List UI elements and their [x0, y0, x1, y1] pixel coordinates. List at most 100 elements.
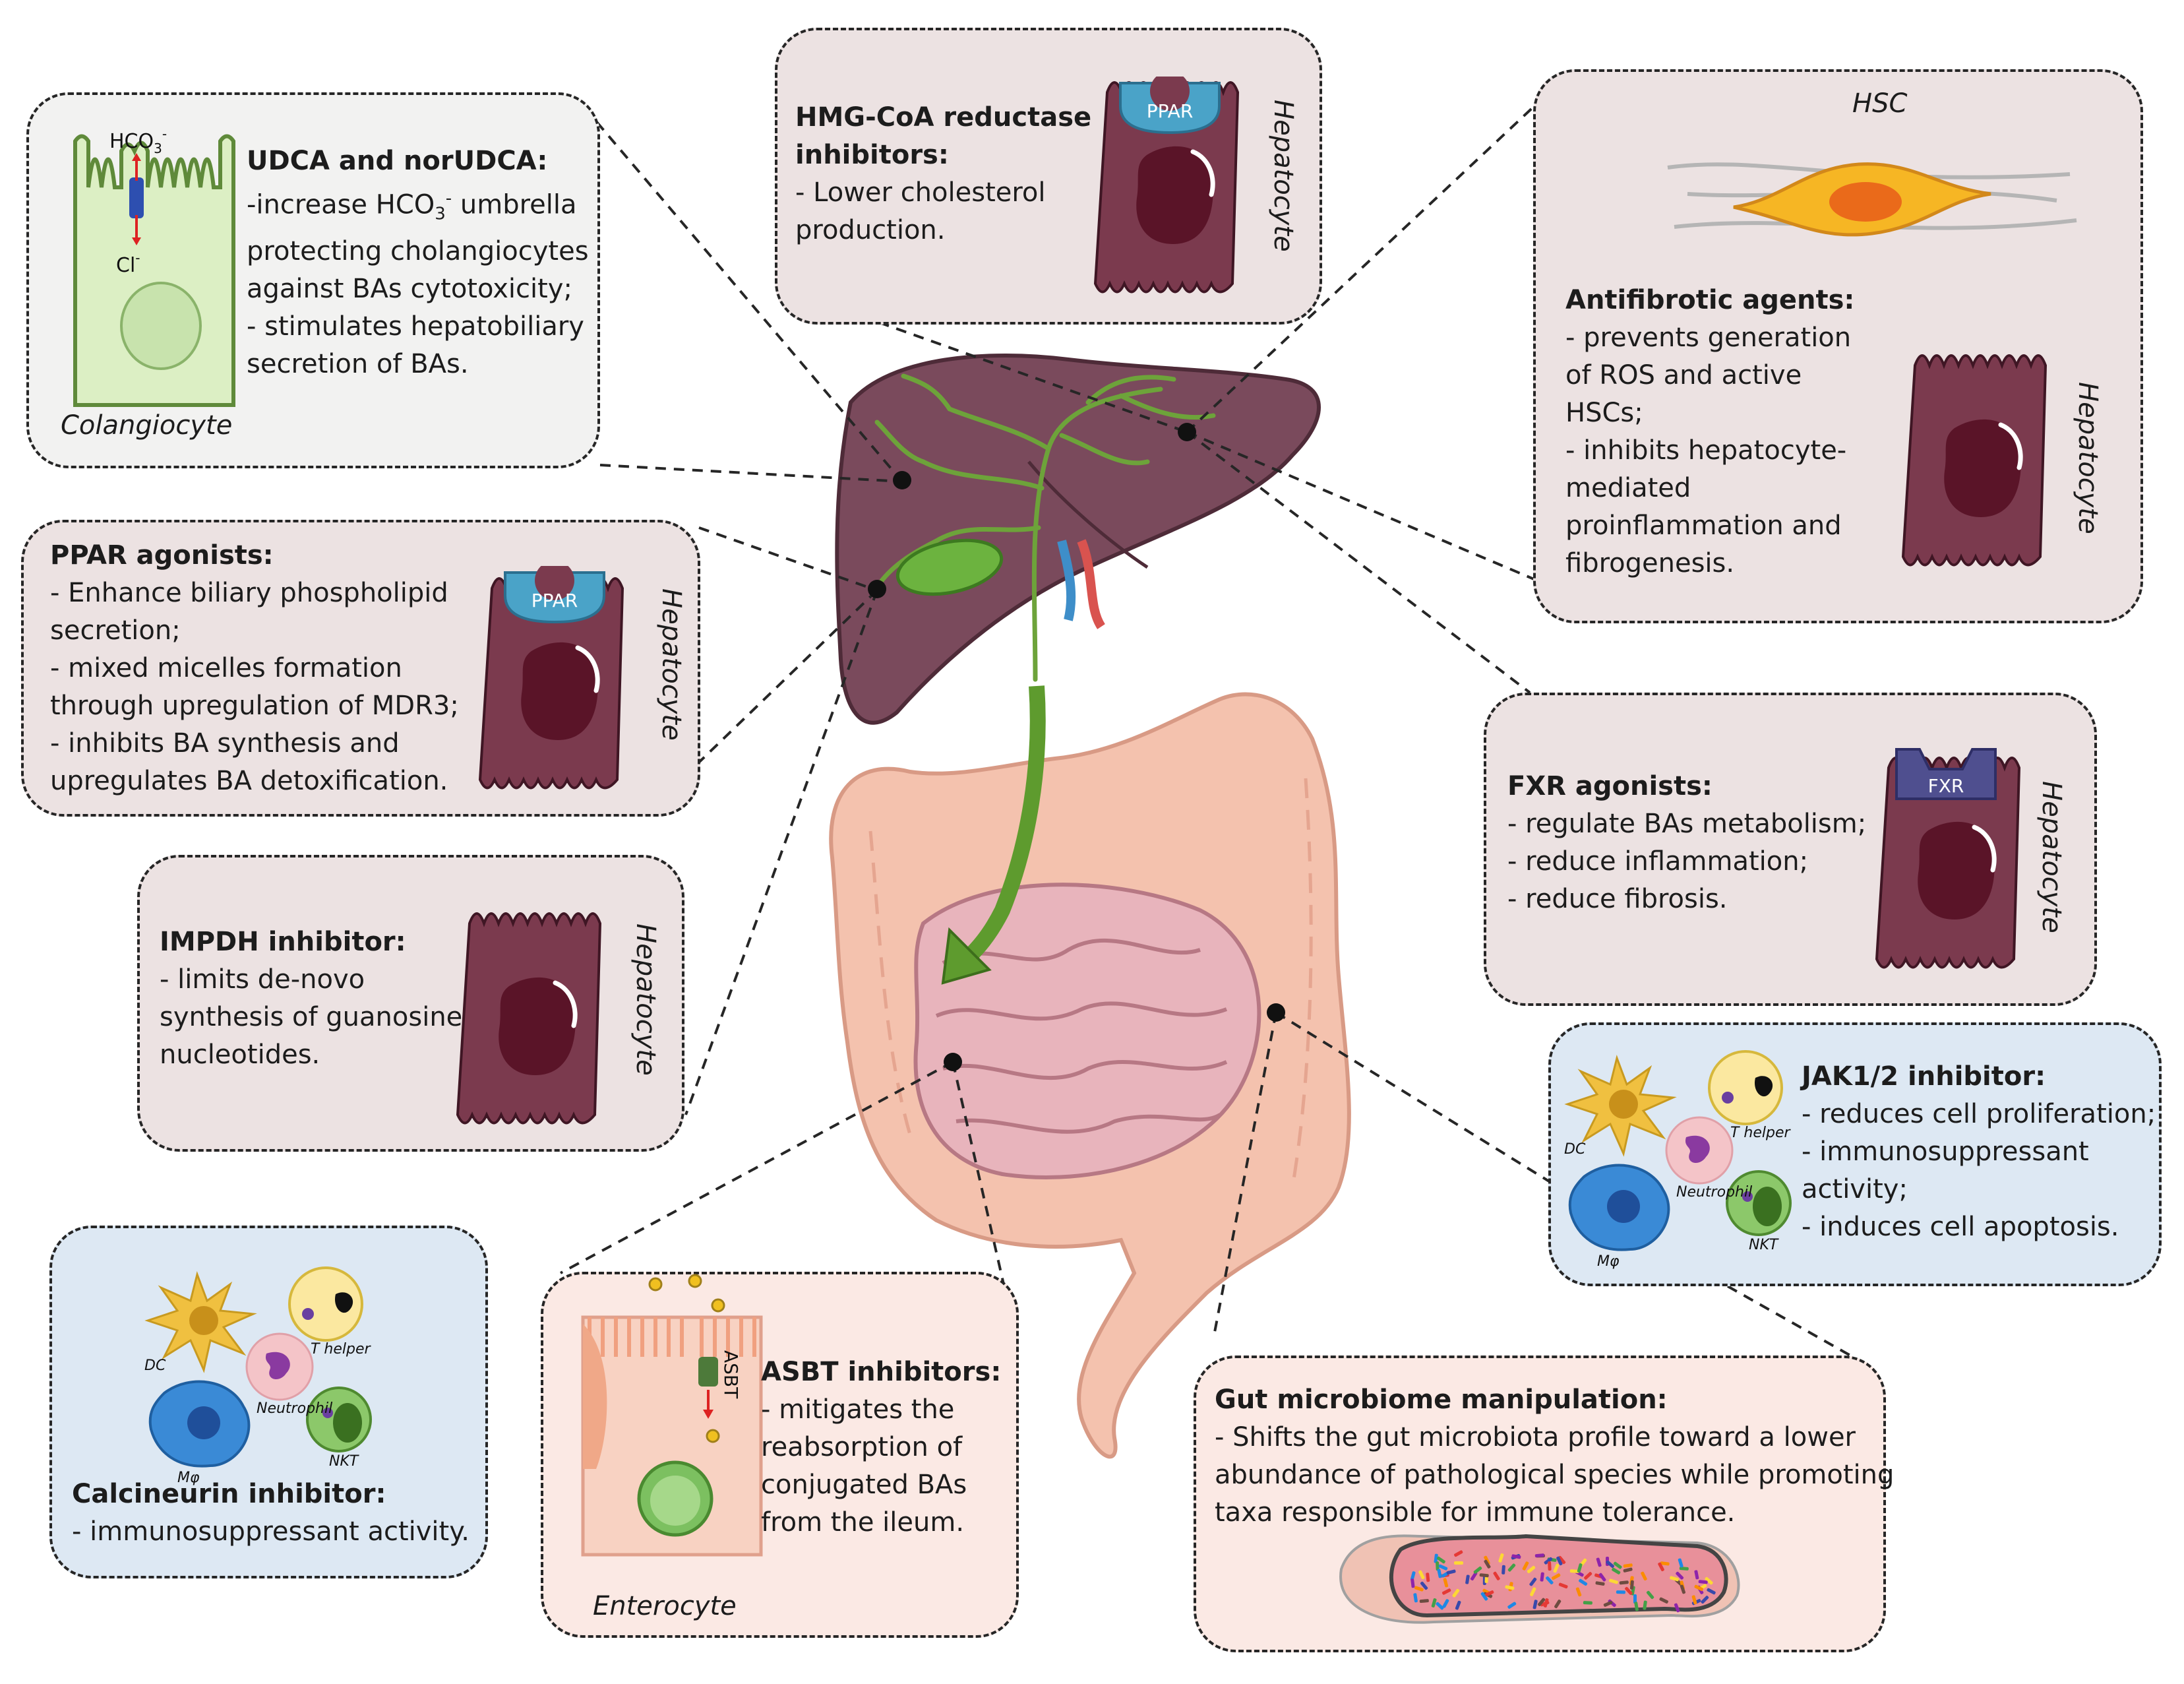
- microbiome-line: taxa responsible for immune tolerance.: [1215, 1497, 1736, 1528]
- udca-panel: HCO3- Cl- Colangiocyte UDCA and norUDCA:…: [26, 92, 600, 468]
- udca-text: UDCA and norUDCA: -increase HCO3- umbrel…: [247, 142, 589, 383]
- ppar-line: - Enhance biliary phospholipid: [50, 578, 448, 608]
- nkt-label: NKT: [1749, 1237, 1779, 1253]
- dc-label: DC: [1564, 1141, 1586, 1158]
- cholangiocyte-icon: HCO3- Cl-: [73, 126, 235, 407]
- cholangiocyte-caption: Colangiocyte: [61, 410, 233, 441]
- ppar-line: - mixed micelles formation: [50, 653, 402, 683]
- hepatocyte-caption: Hepatocyte: [2036, 781, 2067, 933]
- dendritic-cell: [144, 1270, 257, 1373]
- udca-line: -increase HCO3- umbrella: [247, 189, 577, 224]
- antifibrotic-line: - prevents generation: [1565, 323, 1852, 353]
- impdh-panel: Hepatocyte IMPDH inhibitor: - limits de-…: [137, 855, 684, 1152]
- hmg-coa-text: HMG-CoA reductase inhibitors: - Lower ch…: [795, 99, 1091, 249]
- fxr-line: - regulate BAs metabolism;: [1507, 809, 1867, 839]
- dendritic-cell: [1564, 1054, 1677, 1157]
- asbt-title: ASBT inhibitors:: [761, 1357, 1002, 1387]
- impdh-text: IMPDH inhibitor: - limits de-novo synthe…: [160, 923, 462, 1074]
- neutrophil-label: Neutrophil: [1676, 1184, 1752, 1201]
- jak-line: - induces cell apoptosis.: [1802, 1212, 2119, 1242]
- antifibrotic-line: HSCs;: [1565, 398, 1643, 428]
- asbt-line: conjugated BAs: [761, 1470, 967, 1500]
- asbt-text: ASBT inhibitors: - mitigates the reabsor…: [761, 1354, 1001, 1542]
- antifibrotic-title: Antifibrotic agents:: [1565, 285, 1855, 315]
- antifibrotic-panel: HSC Hepatocyte Antifibrotic agents: - pr…: [1533, 69, 2143, 623]
- hmg-coa-title: HMG-CoA reductase: [795, 102, 1092, 133]
- hmg-coa-title: inhibitors:: [795, 140, 949, 170]
- chloride-label: Cl-: [116, 250, 140, 277]
- asbt-line: - mitigates the: [761, 1394, 955, 1425]
- ppar-receptor: PPAR: [504, 566, 605, 624]
- impdh-title: IMPDH inhibitor:: [160, 927, 406, 957]
- udca-line: secretion of BAs.: [247, 349, 469, 380]
- gallbladder: [895, 538, 1004, 596]
- antifibrotic-line: of ROS and active: [1565, 360, 1802, 390]
- jak-line: - reduces cell proliferation;: [1802, 1099, 2156, 1129]
- microbiome-line: - Shifts the gut microbiota profile towa…: [1215, 1422, 1856, 1452]
- impdh-line: - limits de-novo: [160, 964, 365, 995]
- gut-lumen-bacteria-icon: [1339, 1534, 1740, 1624]
- jak-line: activity;: [1802, 1174, 1908, 1204]
- t-helper-cell: [288, 1266, 363, 1342]
- neutrophil-cell: [245, 1332, 314, 1401]
- antifibrotic-line: fibrogenesis.: [1565, 548, 1735, 578]
- anatomy-markers: [868, 423, 1285, 1071]
- jak-text: JAK1/2 inhibitor: - reduces cell prolife…: [1802, 1058, 2156, 1246]
- hepatocyte-icon: [456, 912, 602, 1125]
- udca-line: against BAs cytotoxicity;: [247, 274, 572, 305]
- hepatic-stellate-cell-icon: [1667, 162, 2077, 237]
- antifibrotic-line: proinflammation and: [1565, 511, 1842, 541]
- fxr-title: FXR agonists:: [1507, 771, 1713, 801]
- ppar-text: PPAR agonists: - Enhance biliary phospho…: [50, 537, 459, 800]
- hepatocyte-icon: [479, 577, 624, 790]
- hepatocyte-icon: [1875, 757, 2021, 969]
- small-intestine: [913, 883, 1261, 1179]
- bicarbonate-label: HCO3-: [109, 126, 167, 156]
- jak-title: JAK1/2 inhibitor:: [1802, 1061, 2046, 1092]
- hmg-coa-line: production.: [795, 215, 946, 245]
- ppar-agonists-panel: PPAR Hepatocyte PPAR agonists: - Enhance…: [21, 520, 700, 817]
- ppar-line: upregulates BA detoxification.: [50, 766, 448, 796]
- ppar-line: - inhibits BA synthesis and: [50, 728, 400, 759]
- fxr-line: - reduce fibrosis.: [1507, 884, 1728, 914]
- impdh-line: synthesis of guanosine: [160, 1002, 463, 1032]
- antifibrotic-line: mediated: [1565, 473, 1691, 503]
- ppar-line: secretion;: [50, 615, 181, 646]
- t-helper-label: T helper: [1730, 1125, 1792, 1141]
- microbiome-text: Gut microbiome manipulation: - Shifts th…: [1215, 1381, 1894, 1532]
- fxr-text: FXR agonists: - regulate BAs metabolism;…: [1507, 768, 1866, 918]
- enterocyte-icon: ASBT: [581, 1274, 763, 1557]
- fxr-agonists-panel: FXR Hepatocyte FXR agonists: - regulate …: [1484, 693, 2097, 1006]
- asbt-inhibitors-panel: ASBT Enterocyte ASBT inhibitors: - mitig…: [541, 1272, 1019, 1638]
- calcineurin-text: Calcineurin inhibitor: - immunosuppressa…: [72, 1476, 470, 1551]
- neutrophil-label: Neutrophil: [257, 1400, 332, 1417]
- t-helper-cell: [1708, 1050, 1783, 1125]
- macrophage-cell: [148, 1380, 251, 1468]
- hepatocyte-caption: Hepatocyte: [1268, 100, 1298, 252]
- dc-label: DC: [144, 1357, 166, 1374]
- bile-flow-arrow: [941, 685, 1046, 985]
- asbt-line: reabsorption of: [761, 1432, 963, 1462]
- neutrophil-cell: [1665, 1116, 1734, 1185]
- hepatocyte-caption: Hepatocyte: [630, 923, 661, 1076]
- udca-title: UDCA and norUDCA:: [247, 146, 548, 176]
- enterocyte-caption: Enterocyte: [593, 1591, 737, 1621]
- udca-line: - stimulates hepatobiliary: [247, 311, 584, 342]
- hepatocyte-icon: [1902, 354, 2048, 567]
- ppar-title: PPAR agonists:: [50, 540, 274, 571]
- calcineurin-title: Calcineurin inhibitor:: [72, 1479, 386, 1509]
- udca-line: protecting cholangiocytes: [247, 236, 589, 267]
- gut-microbiome-panel: Gut microbiome manipulation: - Shifts th…: [1194, 1356, 1894, 1652]
- t-helper-label: T helper: [311, 1341, 372, 1357]
- impdh-line: nucleotides.: [160, 1040, 320, 1070]
- portal-vessels: [1057, 539, 1106, 629]
- nkt-label: NKT: [329, 1453, 359, 1470]
- ppar-receptor: PPAR: [1119, 77, 1221, 135]
- calcineurin-line: - immunosuppressant activity.: [72, 1516, 470, 1547]
- hmg-coa-panel: PPAR Hepatocyte HMG-CoA reductase inhibi…: [775, 28, 1322, 325]
- asbt-line: from the ileum.: [761, 1507, 965, 1538]
